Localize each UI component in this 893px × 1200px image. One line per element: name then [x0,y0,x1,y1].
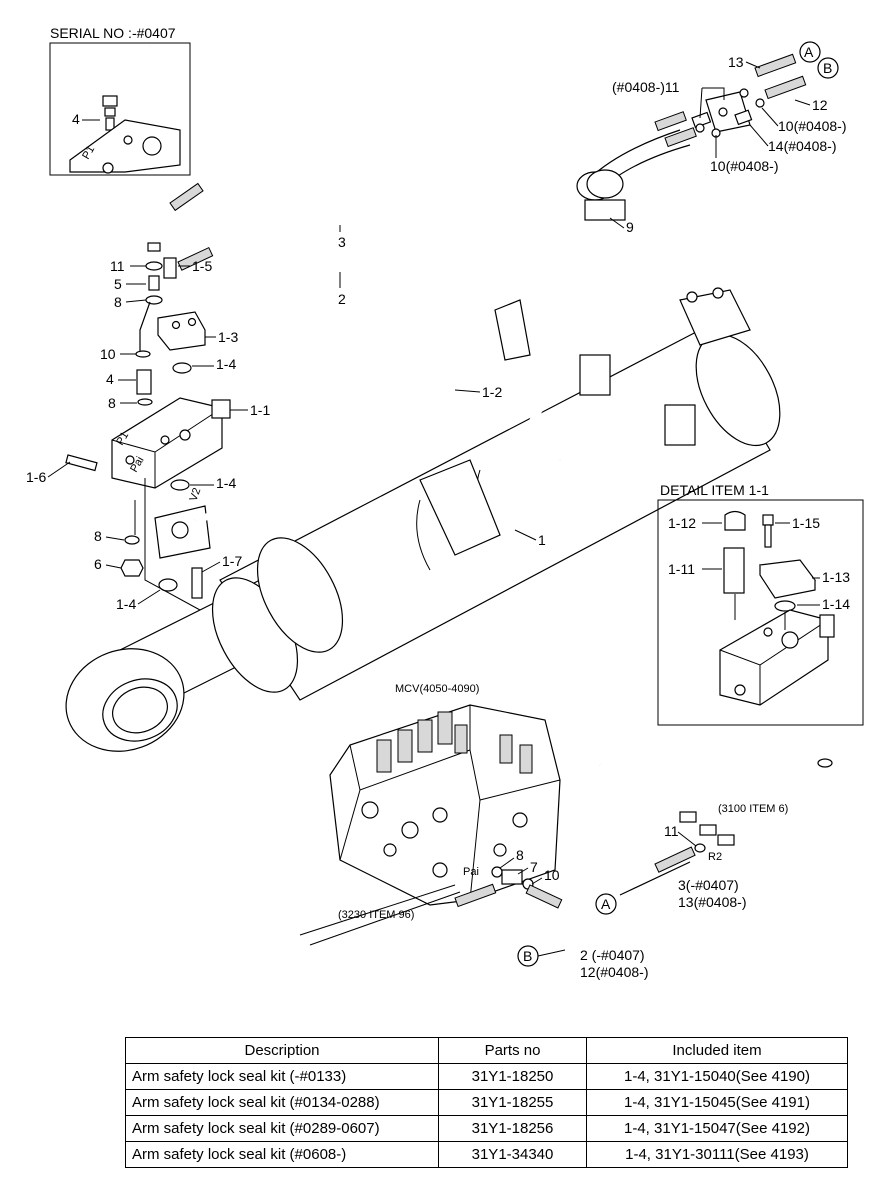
mcv-callout-b: B [523,948,532,964]
callout-1: 1 [538,532,546,548]
pipe-3100-callout-11: 11 [664,823,679,839]
callout-1-2: 1-2 [482,384,502,400]
callout-4: 4 [106,371,114,387]
callout-1-5: 1-5 [192,258,212,274]
callout-14-0408: 14(#0408-) [768,138,837,154]
parts-diagram: SERIAL NO :-#0407 P1 4 [26,25,864,980]
callout-13: 13 [728,54,744,70]
callout-3: 3 [338,234,346,250]
callout-a-top: A [804,44,814,60]
hoses-2-3 [148,111,697,301]
pipe-3100-ref: (3100 ITEM 6) [718,803,788,815]
callout-12: 12 [812,97,828,113]
cell-description: Arm safety lock seal kit (#0289-0607) [125,1115,439,1142]
callout-1-6: 1-6 [26,469,46,485]
cell-parts-no: 31Y1-18250 [438,1063,587,1090]
pipe-3100: (3100 ITEM 6) R2 [595,758,833,915]
callout-1-7: 1-7 [222,553,242,569]
cell-parts-no: 31Y1-34340 [438,1141,587,1168]
mcv-pai-label: Pai [463,866,479,878]
cell-included-item: 1-4, 31Y1-15045(See 4191) [586,1089,848,1116]
cell-included-item: 1-4, 31Y1-15047(See 4192) [586,1115,848,1142]
callout-6: 6 [94,556,102,572]
detail-callout-1-12: 1-12 [668,515,696,531]
callout-1-3: 1-3 [218,329,238,345]
cell-included-item: 1-4, 31Y1-30111(See 4193) [586,1141,848,1168]
callout-8-b: 8 [108,395,116,411]
header-description: Description [125,1037,439,1064]
callout-9: 9 [626,219,634,235]
svg-text:P1: P1 [80,144,97,162]
detail-callout-1-13: 1-13 [822,569,850,585]
detail-callout-1-14: 1-14 [822,596,850,612]
cell-description: Arm safety lock seal kit (#0134-0288) [125,1089,439,1116]
callout-1-1: 1-1 [250,402,270,418]
callout-10-0408-b: 10(#0408-) [710,158,779,174]
serial-callout-4: 4 [72,111,80,127]
svg-text:P1: P1 [114,430,131,448]
table-header-row: Description Parts no Included item [125,1037,848,1064]
serial-inset-title: SERIAL NO :-#0407 [50,25,176,41]
callout-10: 10 [100,346,116,362]
mcv-callout-10: 10 [544,867,560,883]
arm-cylinder [65,287,781,752]
header-parts-no: Parts no [438,1037,587,1064]
mcv-callout-7: 7 [530,859,538,875]
mcv-callout-8: 8 [516,847,524,863]
mcv-callout-12-0408: 12(#0408-) [580,964,649,980]
left-valve-assembly: P1 Pai V2 [65,242,231,611]
pipe-3100-callout-13-0408: 13(#0408-) [678,894,747,910]
callout-1-4-a: 1-4 [216,356,236,372]
detail-box: DETAIL ITEM 1-1 [657,482,864,726]
callout-8-a: 8 [114,294,122,310]
callout-1-4-b: 1-4 [216,475,236,491]
pipe-3100-callout-3-0407: 3(-#0407) [678,877,739,893]
table-row: Arm safety lock seal kit (#0134-0288) 31… [125,1089,848,1116]
mcv-title: MCV(4050-4090) [395,683,479,695]
table-row: Arm safety lock seal kit (-#0133) 31Y1-1… [125,1063,848,1090]
callout-11-0408: (#0408-)11 [612,79,680,95]
serial-inset-frame [49,42,191,176]
detail-box-title: DETAIL ITEM 1-1 [660,482,769,498]
detail-callout-1-15: 1-15 [792,515,820,531]
seal-kit-table: Description Parts no Included item Arm s… [125,1037,848,1168]
serial-inset: SERIAL NO :-#0407 P1 4 [49,25,191,176]
callout-2: 2 [338,291,346,307]
mcv-valve: MCV(4050-4090) Pai (3230 IT [299,683,577,967]
upper-right-fittings [691,41,839,138]
mcv-ref-3230: (3230 ITEM 96) [338,909,414,921]
cell-description: Arm safety lock seal kit (-#0133) [125,1063,439,1090]
callout-10-0408-a: 10(#0408-) [778,118,847,134]
cell-parts-no: 31Y1-18256 [438,1115,587,1142]
cell-description: Arm safety lock seal kit (#0608-) [125,1141,439,1168]
callout-b-top: B [823,60,832,76]
mcv-callout-2-0407: 2 (-#0407) [580,947,645,963]
pipe-3100-r2-label: R2 [708,851,722,863]
table-row: Arm safety lock seal kit (#0289-0607) 31… [125,1115,848,1142]
callout-11: 11 [110,258,125,274]
callout-8-c: 8 [94,528,102,544]
cell-included-item: 1-4, 31Y1-15040(See 4190) [586,1063,848,1090]
callout-1-4-c: 1-4 [116,596,136,612]
header-included-item: Included item [586,1037,848,1064]
detail-callout-1-11: 1-11 [668,561,695,577]
callout-labels: 13 A B (#0408-)11 12 10(#0408-) 14(#0408… [26,44,850,980]
cell-parts-no: 31Y1-18255 [438,1089,587,1116]
table-row: Arm safety lock seal kit (#0608-) 31Y1-3… [125,1141,848,1168]
pipe-3100-callout-a: A [601,896,611,912]
svg-text:V2: V2 [188,486,204,503]
callout-5: 5 [114,276,122,292]
